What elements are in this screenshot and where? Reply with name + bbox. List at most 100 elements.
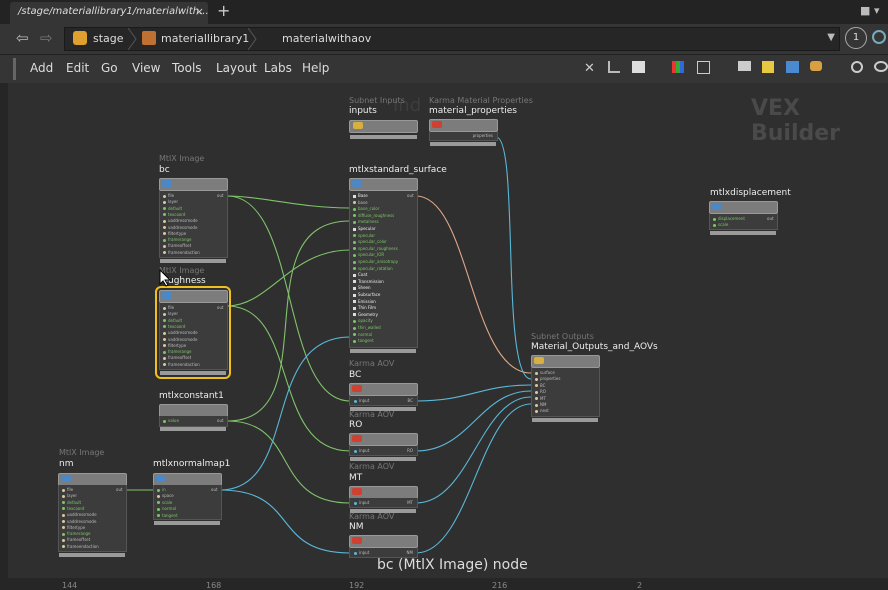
color-palette-icon[interactable] (672, 61, 684, 73)
output-port[interactable]: out (211, 487, 218, 492)
node-header[interactable] (349, 178, 418, 191)
port-row[interactable]: normal (353, 332, 372, 337)
port-row[interactable]: properties (535, 376, 560, 381)
port-row[interactable]: space (157, 493, 174, 498)
port-row[interactable]: frameoffset (62, 537, 90, 542)
menu-view[interactable]: View (132, 61, 161, 75)
node-header[interactable] (349, 535, 418, 548)
port-row[interactable]: thin_walled (353, 325, 381, 330)
close-icon[interactable]: × (194, 5, 204, 18)
output-port[interactable]: out (217, 418, 224, 423)
port-row[interactable]: BC (535, 383, 545, 388)
tools-icon[interactable]: ✕ (584, 61, 595, 76)
output-port[interactable]: properties (472, 133, 493, 138)
node-header[interactable] (159, 178, 228, 191)
port-row[interactable]: Subsurface (353, 292, 380, 297)
node-header[interactable] (531, 355, 600, 368)
maximize-icon[interactable]: ■ (860, 4, 871, 17)
port-row[interactable]: specular_roughness (353, 246, 398, 251)
port-row[interactable]: filtertype (62, 525, 85, 530)
port-row[interactable]: scale (713, 222, 728, 227)
crumb-materialwithaov[interactable]: materialwithaov (282, 32, 372, 45)
port-row[interactable]: base_color (353, 206, 379, 211)
port-row[interactable]: tangent (353, 338, 374, 343)
port-row[interactable]: uaddressmode (163, 330, 198, 335)
path-dropdown-icon[interactable]: ▼ (827, 32, 835, 43)
input-port[interactable]: input (354, 448, 369, 453)
input-port[interactable]: input (354, 398, 369, 403)
output-port[interactable]: out (217, 305, 224, 310)
add-tab-icon[interactable]: + (217, 1, 231, 20)
port-row[interactable]: vaddressmode (62, 519, 96, 524)
tree-icon[interactable] (608, 61, 620, 73)
port-row[interactable]: specular_IOR (353, 252, 384, 257)
menu-go[interactable]: Go (101, 61, 118, 75)
sticky-note-icon[interactable] (762, 61, 774, 73)
port-row[interactable]: texcoord (163, 212, 185, 217)
output-port[interactable]: out (116, 487, 123, 492)
output-port[interactable]: NM (406, 550, 413, 555)
port-row[interactable]: specular_color (353, 239, 387, 244)
port-row[interactable]: frameendaction (62, 544, 99, 549)
port-row[interactable]: layer (163, 311, 178, 316)
port-row[interactable]: file (62, 487, 73, 492)
node-header[interactable] (159, 290, 228, 303)
output-port[interactable]: MT (407, 500, 413, 505)
link-icon[interactable] (872, 30, 886, 44)
port-row[interactable]: Transmission (353, 279, 384, 284)
input-port[interactable]: input (354, 500, 369, 505)
port-row[interactable]: file (163, 193, 174, 198)
tab-network[interactable]: /stage/materiallibrary1/materialwith... … (10, 2, 209, 24)
port-row[interactable]: layer (62, 493, 77, 498)
output-port[interactable]: RO (407, 448, 413, 453)
menu-edit[interactable]: Edit (66, 61, 90, 75)
menu-labs[interactable]: Labs (264, 61, 292, 75)
crumb-materiallibrary1[interactable]: materiallibrary1 (161, 32, 250, 45)
port-row[interactable]: MT (535, 396, 546, 401)
port-row[interactable]: Specular (353, 226, 375, 231)
port-row[interactable]: framerange (62, 531, 91, 536)
port-row[interactable]: frameendaction (163, 250, 200, 255)
node-header[interactable] (709, 201, 778, 214)
back-arrow-icon[interactable]: ⇦ (16, 29, 29, 47)
port-row[interactable]: filtertype (163, 231, 186, 236)
port-row[interactable]: default (62, 500, 81, 505)
port-row[interactable]: surface (535, 370, 555, 375)
port-row[interactable]: default (163, 318, 182, 323)
port-row[interactable]: specular_rotation (353, 266, 393, 271)
package-icon[interactable] (810, 61, 822, 71)
port-row[interactable]: in (157, 487, 166, 492)
network-box-icon[interactable] (738, 61, 751, 71)
port-row[interactable]: vaddressmode (163, 225, 197, 230)
port-row[interactable]: base (353, 200, 368, 205)
menu-help[interactable]: Help (302, 61, 330, 75)
input-port[interactable]: input (354, 550, 369, 555)
port-row[interactable]: next (535, 408, 549, 413)
eye-icon[interactable] (874, 61, 888, 72)
node-header[interactable] (429, 119, 498, 132)
port-row[interactable]: filtertype (163, 343, 186, 348)
pane-menu-icon[interactable]: ▾ (874, 4, 880, 17)
port-row[interactable]: vaddressmode (163, 337, 197, 342)
list-view-icon[interactable] (632, 61, 645, 73)
port-row[interactable]: RO (535, 389, 546, 394)
port-row[interactable]: frameoffset (163, 355, 191, 360)
port-row[interactable]: opacity (353, 318, 373, 323)
port-row[interactable]: tangent (157, 513, 178, 518)
search-icon[interactable] (851, 61, 863, 73)
port-row[interactable]: Emission (353, 299, 376, 304)
port-row[interactable]: texcoord (62, 506, 84, 511)
port-row[interactable]: scale (157, 500, 172, 505)
port-row[interactable]: diffuse_roughness (353, 213, 394, 218)
menu-tools[interactable]: Tools (172, 61, 202, 75)
grid-icon[interactable] (697, 61, 710, 74)
menu-add[interactable]: Add (30, 61, 54, 75)
port-row[interactable]: default (163, 206, 182, 211)
output-port[interactable]: out (767, 216, 774, 221)
port-row[interactable]: framerange (163, 237, 192, 242)
image-icon[interactable] (786, 61, 799, 73)
port-row[interactable]: Thin Film (353, 305, 376, 310)
port-row[interactable]: Base (353, 193, 368, 198)
port-row[interactable]: frameendaction (163, 362, 200, 367)
port-row[interactable]: value (163, 418, 179, 423)
